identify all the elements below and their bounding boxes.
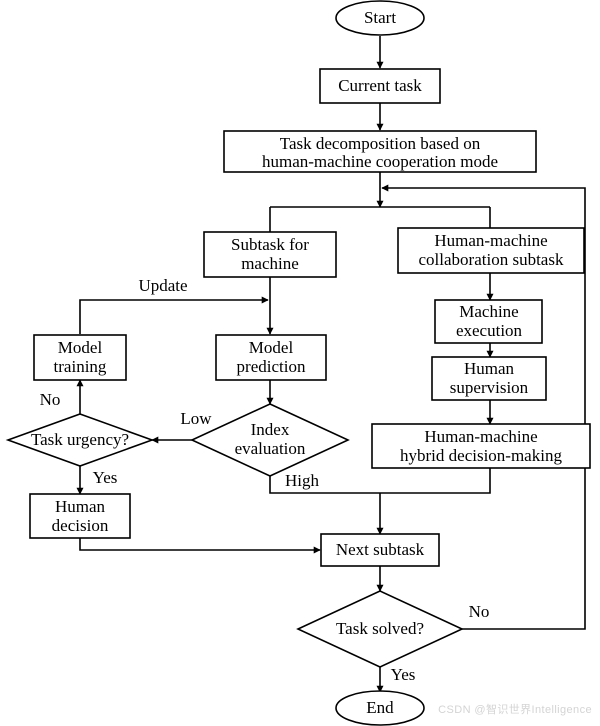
edge-label-urgency-yes: Yes — [93, 468, 118, 487]
node-task-urgency[interactable]: Task urgency? — [5, 413, 155, 467]
edge-label-index-high: High — [285, 471, 320, 490]
node-hybrid-decision-label-line1: Human-machine — [424, 427, 537, 446]
edge-label-index-low: Low — [180, 409, 212, 428]
node-task-solved[interactable]: Task solved? — [296, 590, 464, 668]
node-next-subtask-label: Next subtask — [336, 540, 425, 559]
node-human-supervision-label-line1: Human — [464, 359, 515, 378]
edge-solved-no-feedback — [381, 184, 586, 630]
node-task-solved-label: Task solved? — [336, 619, 424, 638]
edge-human-decision-to-next-subtask — [79, 538, 321, 554]
edge-label-solved-no: No — [469, 602, 490, 621]
node-current-task[interactable]: Current task — [319, 68, 441, 104]
node-machine-execution[interactable]: Machine execution — [434, 299, 543, 344]
edge-label-update: Update — [138, 276, 187, 295]
node-model-training[interactable]: Model training — [33, 334, 127, 381]
node-subtask-for-machine[interactable]: Subtask for machine — [203, 231, 337, 278]
node-index-evaluation-label-line2: evaluation — [235, 439, 306, 458]
node-hybrid-decision-label-line2: hybrid decision-making — [400, 446, 562, 465]
node-human-decision-label-line2: decision — [52, 516, 109, 535]
node-task-decomposition-label-line2: human-machine cooperation mode — [262, 152, 498, 171]
node-subtask-for-machine-label-line2: machine — [241, 254, 299, 273]
node-collaboration-subtask-label-line2: collaboration subtask — [419, 250, 564, 269]
node-model-prediction[interactable]: Model prediction — [215, 334, 327, 381]
node-end-label: End — [366, 698, 394, 717]
node-human-decision-label-line1: Human — [55, 497, 106, 516]
node-task-decomposition[interactable]: Task decomposition based on human-machin… — [223, 130, 537, 173]
csdn-watermark: CSDN @智识世界Intelligence — [438, 704, 592, 716]
node-machine-execution-label-line1: Machine — [459, 302, 518, 321]
edge-update-model-training-to-prediction — [79, 296, 269, 334]
node-hybrid-decision-making[interactable]: Human-machine hybrid decision-making — [371, 423, 591, 469]
node-human-decision[interactable]: Human decision — [29, 493, 131, 539]
node-subtask-for-machine-label-line1: Subtask for — [231, 235, 309, 254]
node-task-decomposition-label-line1: Task decomposition based on — [280, 134, 481, 153]
node-collaboration-subtask-label-line1: Human-machine — [434, 231, 547, 250]
node-model-training-label-line2: training — [54, 357, 107, 376]
node-index-evaluation[interactable]: Index evaluation — [190, 403, 350, 477]
node-task-urgency-label: Task urgency? — [31, 430, 129, 449]
node-model-prediction-label-line1: Model — [249, 338, 294, 357]
node-machine-execution-label-line2: execution — [456, 321, 523, 340]
node-start-label: Start — [364, 8, 396, 27]
node-human-supervision[interactable]: Human supervision — [431, 356, 547, 401]
node-human-supervision-label-line2: supervision — [450, 378, 529, 397]
node-index-evaluation-label-line1: Index — [251, 420, 290, 439]
node-start[interactable]: Start — [335, 0, 425, 36]
node-collaboration-subtask[interactable]: Human-machine collaboration subtask — [397, 227, 585, 274]
node-model-training-label-line1: Model — [58, 338, 103, 357]
edge-label-urgency-no: No — [40, 390, 61, 409]
node-model-prediction-label-line2: prediction — [237, 357, 306, 376]
edge-index-high-to-next-subtask — [269, 476, 380, 494]
edge-hybrid-decision-to-merge — [380, 468, 491, 494]
node-current-task-label: Current task — [338, 76, 422, 95]
node-next-subtask[interactable]: Next subtask — [320, 533, 440, 567]
node-end[interactable]: End — [335, 690, 425, 726]
edge-label-solved-yes: Yes — [391, 665, 416, 684]
